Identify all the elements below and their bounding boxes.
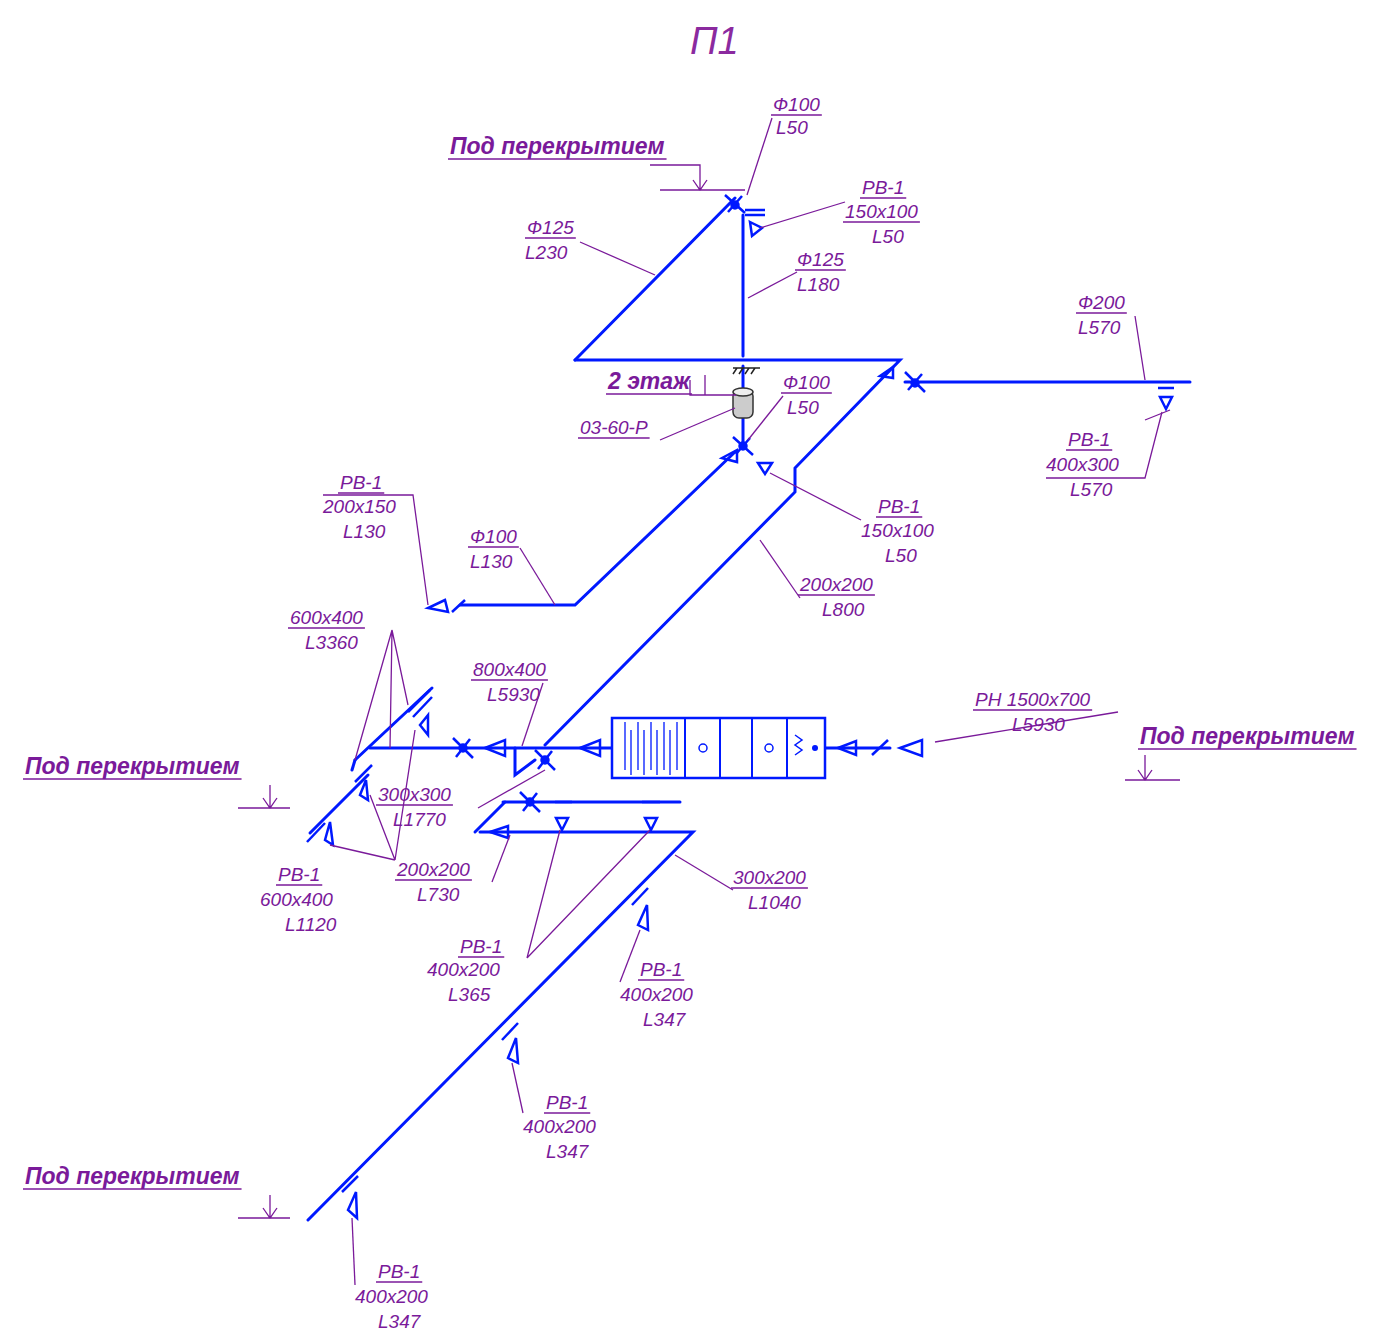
duct-label: L365 (448, 985, 490, 1004)
grille-bars (307, 210, 1174, 1192)
duct-label: Ф100 (783, 373, 830, 392)
duct-label: 400x200 (523, 1117, 596, 1136)
duct-label: L5930 (1012, 715, 1065, 734)
label-underline (876, 516, 922, 517)
level-note: Под перекрытием (450, 135, 665, 158)
duct-label: 300x300 (378, 785, 451, 804)
label-underline (606, 393, 692, 394)
duct-label: 150x100 (845, 202, 918, 221)
duct-label: L50 (885, 546, 917, 565)
duct-label: L180 (797, 275, 839, 294)
duct-label: 150x100 (861, 521, 934, 540)
label-underline (458, 956, 504, 957)
label-underline (798, 594, 875, 595)
filter-cylinder (733, 368, 760, 418)
label-underline (638, 979, 684, 980)
air-handling-unit (612, 718, 825, 778)
label-underline (276, 884, 322, 885)
duct-label: L800 (822, 600, 864, 619)
duct-label: 400x300 (1046, 455, 1119, 474)
label-underline (1138, 748, 1357, 749)
duct-label: 400x200 (355, 1287, 428, 1306)
label-underline (448, 158, 667, 159)
duct-label: L1770 (393, 810, 446, 829)
label-underline (973, 709, 1092, 710)
level-note: Под перекрытием (25, 755, 240, 778)
duct-label: 600x400 (260, 890, 333, 909)
label-underline (525, 237, 576, 238)
label-underline (338, 492, 384, 493)
duct-label: L5930 (487, 685, 540, 704)
duct-label: L1120 (285, 915, 336, 934)
duct-label: Ф125 (527, 218, 574, 237)
label-underline (468, 546, 519, 547)
duct-label: L3360 (305, 633, 358, 652)
label-underline (781, 392, 832, 393)
duct-label: 200x200 (800, 575, 873, 594)
duct-label: Ф200 (1078, 293, 1125, 312)
label-underline (544, 1112, 590, 1113)
duct-label: РВ-1 (378, 1262, 420, 1281)
label-underline (471, 679, 548, 680)
label-underline (23, 1188, 242, 1189)
level-note: Под перекрытием (1140, 725, 1355, 748)
duct-label: 03-60-Р (580, 418, 648, 437)
label-underline (860, 197, 906, 198)
duct-label: L50 (776, 118, 808, 137)
label-underline (1076, 312, 1127, 313)
duct-label: РВ-1 (460, 937, 502, 956)
label-underline (288, 627, 365, 628)
duct-label: РВ-1 (878, 497, 920, 516)
duct-label: L130 (343, 522, 385, 541)
duct-label: РВ-1 (546, 1093, 588, 1112)
duct-label: L730 (417, 885, 459, 904)
duct-label: 400x200 (427, 960, 500, 979)
duct-label: 200x150 (323, 497, 396, 516)
duct-label: РВ-1 (1068, 430, 1110, 449)
grilles (325, 222, 1172, 1218)
drawing-title: П1 (690, 22, 739, 60)
duct-label: РВ-1 (640, 960, 682, 979)
label-underline (376, 1281, 422, 1282)
duct-label: L347 (643, 1010, 685, 1029)
duct-label: L1040 (748, 893, 801, 912)
duct-label: 300x200 (733, 868, 806, 887)
label-underline (578, 437, 650, 438)
duct-label: 400x200 (620, 985, 693, 1004)
duct-label: Ф100 (470, 527, 517, 546)
duct-label: L570 (1078, 318, 1120, 337)
label-underline (376, 804, 453, 805)
label-underline (843, 221, 920, 222)
duct-label: L50 (872, 227, 904, 246)
duct-label: Ф125 (797, 250, 844, 269)
duct-label: L230 (525, 243, 567, 262)
duct-label: РН 1500x700 (975, 690, 1090, 709)
duct-label: 200x200 (397, 860, 470, 879)
dampers (453, 195, 925, 812)
duct-label: L570 (1070, 480, 1112, 499)
label-underline (1066, 449, 1112, 450)
duct-label: L130 (470, 552, 512, 571)
duct-label: Ф100 (773, 95, 820, 114)
label-underline (771, 114, 822, 115)
duct-label: 800x400 (473, 660, 546, 679)
duct-label: РВ-1 (862, 178, 904, 197)
label-underline (731, 887, 808, 888)
duct-label: РВ-1 (340, 473, 382, 492)
label-underline (795, 269, 846, 270)
duct-label: РВ-1 (278, 865, 320, 884)
duct-label: L347 (546, 1142, 588, 1161)
duct-label: L50 (787, 398, 819, 417)
level-marks (238, 165, 1180, 1218)
leader-lines (323, 118, 1170, 1285)
level-note: Под перекрытием (25, 1165, 240, 1188)
duct-label: 600x400 (290, 608, 363, 627)
ducts (308, 198, 1190, 1220)
level-note: 2 этаж (608, 370, 690, 393)
label-underline (395, 879, 472, 880)
duct-label: L347 (378, 1312, 420, 1331)
label-underline (23, 778, 242, 779)
